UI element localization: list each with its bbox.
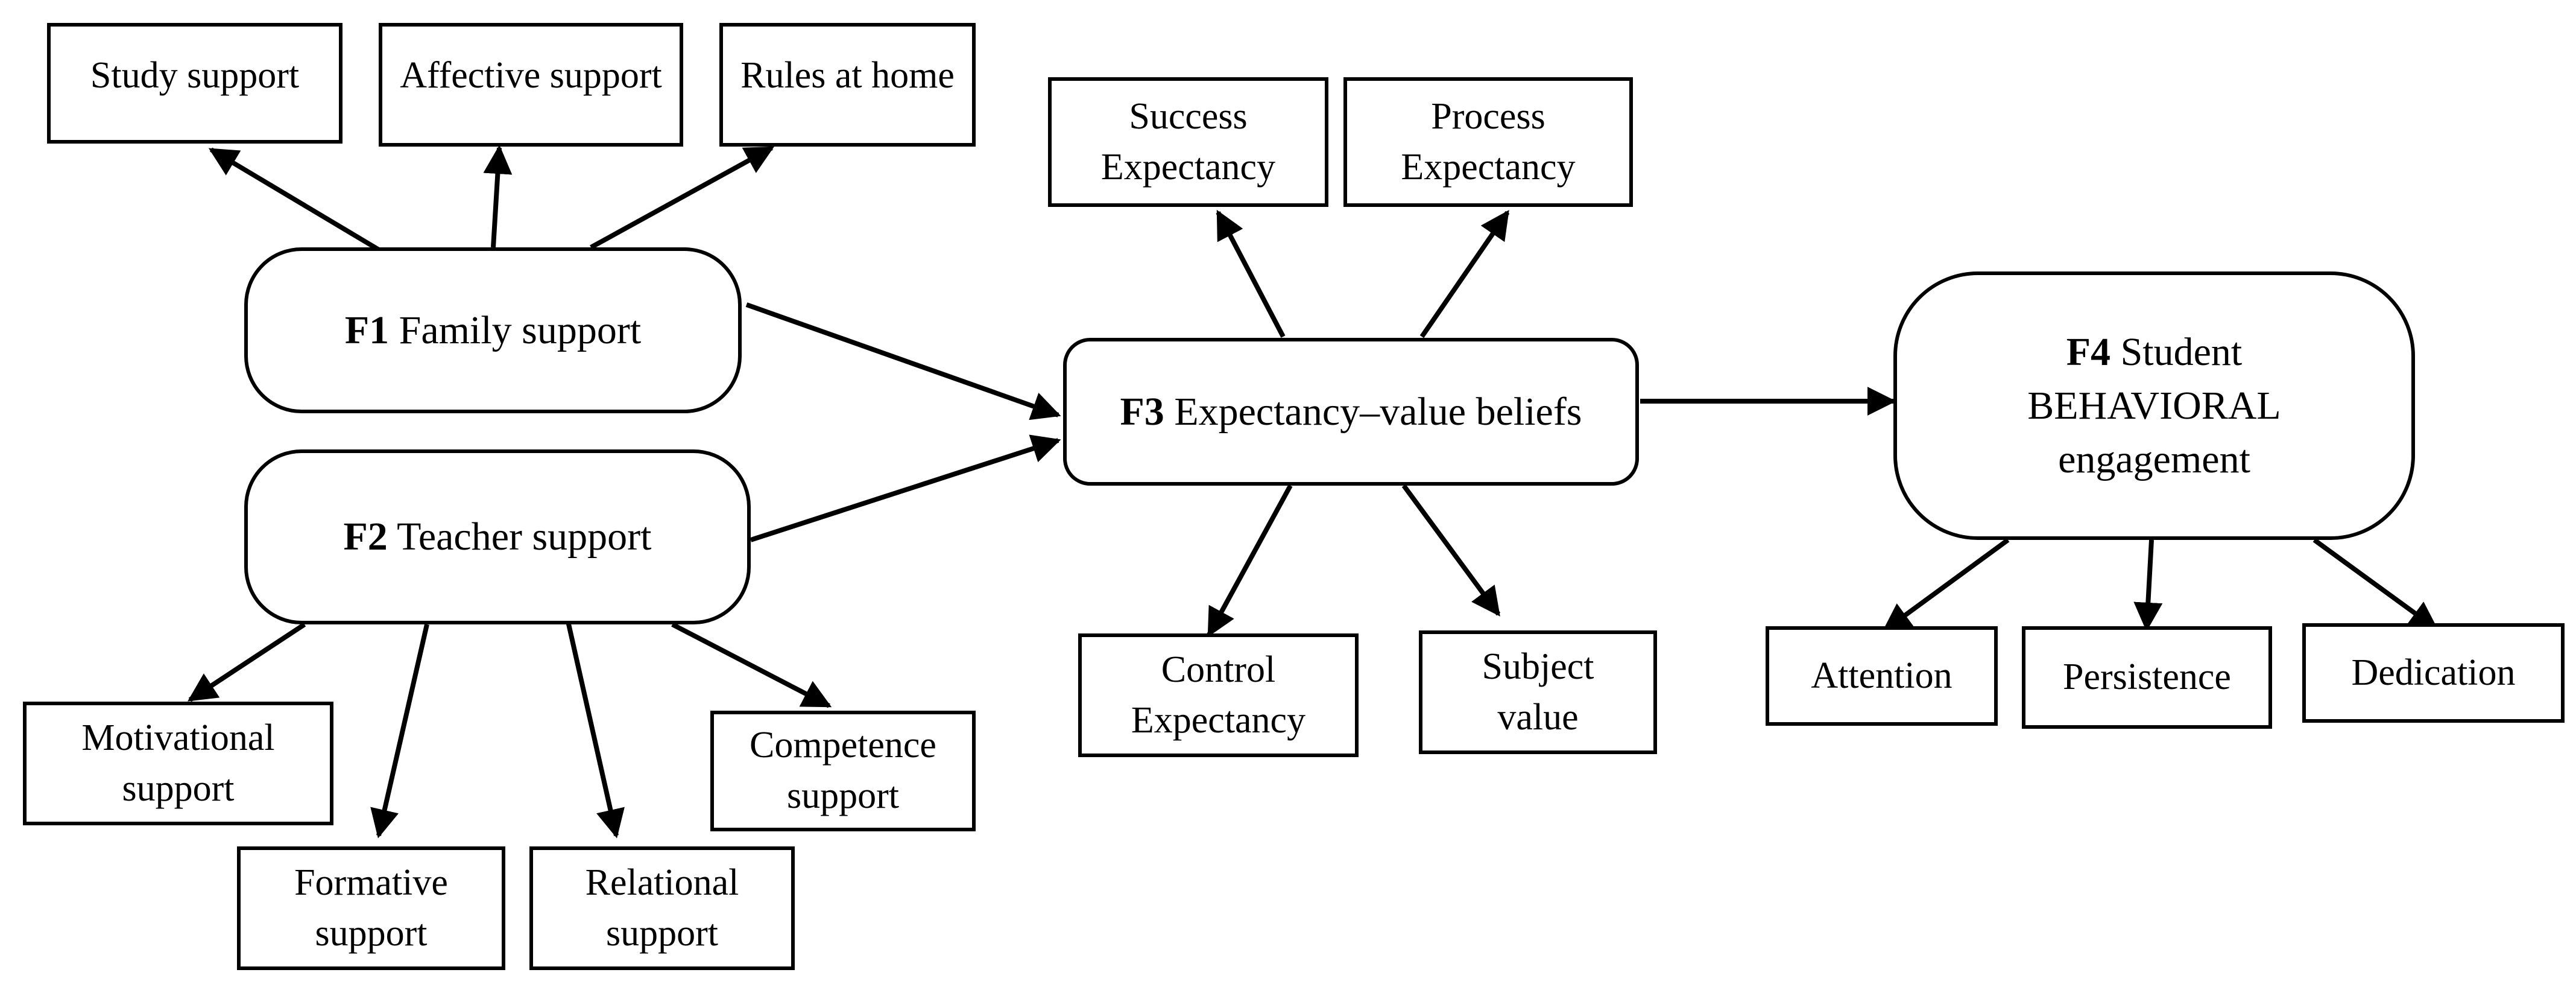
factor-label: Teacher support [397, 515, 652, 559]
indicator-label-line1: Formative [294, 861, 448, 903]
factor-f3-expectancy-value-beliefs: F3 Expectancy–value beliefs [1063, 338, 1639, 486]
indicator-label-line1: Subject [1482, 646, 1594, 687]
factor-label: Expectancy–value beliefs [1174, 389, 1582, 434]
indicator-label-line2: Expectancy [1131, 699, 1306, 741]
arrow-f2-motivational-support [187, 622, 306, 702]
indicator-label-line1: Competence [750, 725, 936, 766]
factor-code: F4 [2066, 329, 2111, 374]
indicator-label: Dedication [2351, 652, 2516, 693]
factor-f1-family-support: F1 Family support [244, 247, 742, 413]
indicator-label-line1: Motivational [81, 717, 275, 758]
indicator-subject-value: Subject value [1419, 630, 1657, 754]
arrow-f2-relational-support [566, 621, 625, 839]
arrow-f4-dedication [2312, 538, 2439, 631]
indicator-label-line2: Expectancy [1401, 146, 1576, 188]
indicator-label: Rules at home [740, 55, 955, 96]
arrow-f1-study-support [208, 147, 382, 253]
indicator-attention: Attention [1766, 626, 1998, 726]
indicator-formative-support: Formative support [237, 846, 505, 970]
indicator-label: Affective support [400, 55, 662, 96]
indicator-label: Study support [90, 55, 300, 96]
indicator-study-support: Study support [47, 23, 343, 144]
indicator-persistence: Persistence [2022, 626, 2272, 729]
factor-label-line2: BEHAVIORAL [2027, 383, 2281, 428]
indicator-relational-support: Relational support [529, 846, 795, 970]
factor-code: F2 [343, 515, 388, 559]
indicator-label-line1: Control [1161, 649, 1276, 690]
factor-f2-teacher-support: F2 Teacher support [244, 449, 751, 624]
factor-f4-student-behavioral-engagement: F4 Student BEHAVIORAL engagement [1893, 271, 2415, 540]
indicator-label-line2: support [122, 767, 235, 809]
indicator-label-line1: Process [1431, 95, 1545, 137]
indicator-label-line1: Relational [585, 861, 739, 903]
indicator-dedication: Dedication [2302, 623, 2565, 723]
indicator-label-line2: Expectancy [1100, 146, 1276, 188]
arrow-f4-attention [1882, 538, 2010, 633]
arrow-f1-to-f3 [745, 302, 1061, 420]
factor-code: F1 [344, 308, 390, 352]
arrow-f4-persistence [2133, 539, 2163, 632]
arrow-f3-subject-value [1401, 484, 1501, 617]
arrow-f1-rules-at-home [590, 145, 775, 250]
indicator-label-line2: support [606, 912, 718, 954]
indicator-label-line2: support [315, 912, 428, 954]
indicator-competence-support: Competence support [710, 711, 976, 831]
arrow-f2-to-f3 [750, 434, 1061, 542]
factor-code: F3 [1120, 389, 1164, 434]
arrow-f2-competence-support [671, 622, 832, 708]
indicator-label-line1: Success [1129, 95, 1248, 137]
arrow-f3-success-expectancy [1216, 209, 1286, 338]
factor-label-line3: engagement [2058, 437, 2250, 482]
indicator-motivational-support: Motivational support [23, 702, 333, 825]
indicator-label-line2: support [786, 775, 899, 816]
indicator-affective-support: Affective support [379, 23, 683, 147]
arrow-f1-affective-support [483, 145, 513, 248]
indicator-label: Attention [1811, 655, 1953, 696]
indicator-label: Persistence [2063, 656, 2231, 698]
arrow-f2-formative-support [370, 624, 429, 839]
indicator-rules-at-home: Rules at home [719, 23, 976, 147]
factor-label-line1: Student [2120, 329, 2243, 374]
indicator-label-line2: value [1497, 696, 1579, 738]
factor-label: Family support [399, 308, 642, 352]
arrow-f3-control-expectancy [1207, 484, 1293, 638]
arrow-f3-process-expectancy [1419, 210, 1510, 338]
